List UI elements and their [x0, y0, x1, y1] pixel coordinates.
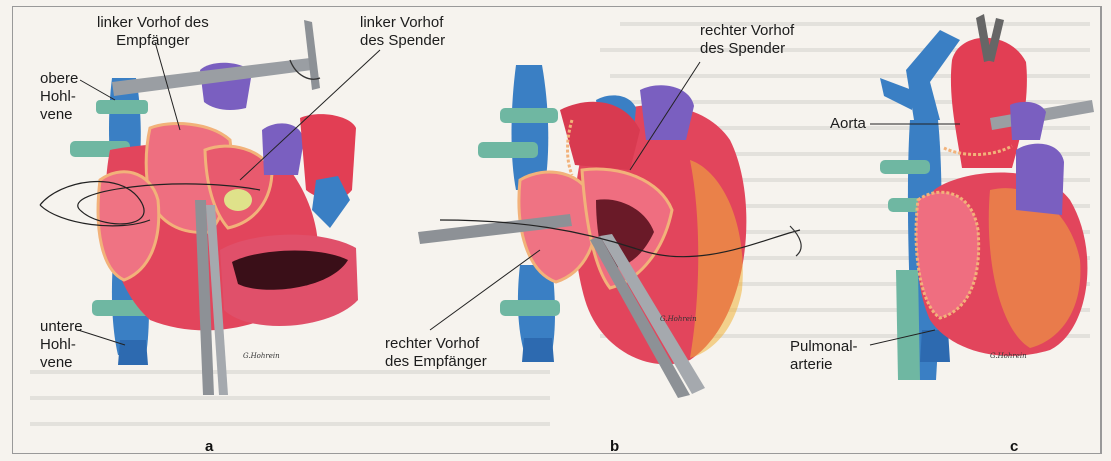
- illustrator-signature-c: G.Hohrein: [990, 352, 1027, 360]
- label-rechter-vorhof-empfaenger: rechter Vorhof des Empfänger: [385, 335, 487, 371]
- label-linker-vorhof-empfaenger: linker Vorhof des Empfänger: [97, 14, 209, 50]
- label-obere-hohlvene: obere Hohl- vene: [40, 70, 78, 124]
- illustrator-signature-b: G.Hohrein: [660, 315, 697, 323]
- label-pulmonalarterie: Pulmonal- arterie: [790, 338, 858, 374]
- panel-letter-b: b: [610, 438, 619, 455]
- label-aorta: Aorta: [830, 115, 866, 133]
- illustrator-signature-a: G.Hohrein: [243, 352, 280, 360]
- label-untere-hohlvene: untere Hohl- vene: [40, 318, 83, 372]
- panel-a-illustration: [40, 20, 380, 395]
- panel-c-illustration: [870, 14, 1094, 380]
- label-rechter-vorhof-spender: rechter Vorhof des Spender: [700, 22, 794, 58]
- label-linker-vorhof-spender: linker Vorhof des Spender: [360, 14, 445, 50]
- panel-letter-a: a: [205, 438, 213, 455]
- panel-letter-c: c: [1010, 438, 1018, 455]
